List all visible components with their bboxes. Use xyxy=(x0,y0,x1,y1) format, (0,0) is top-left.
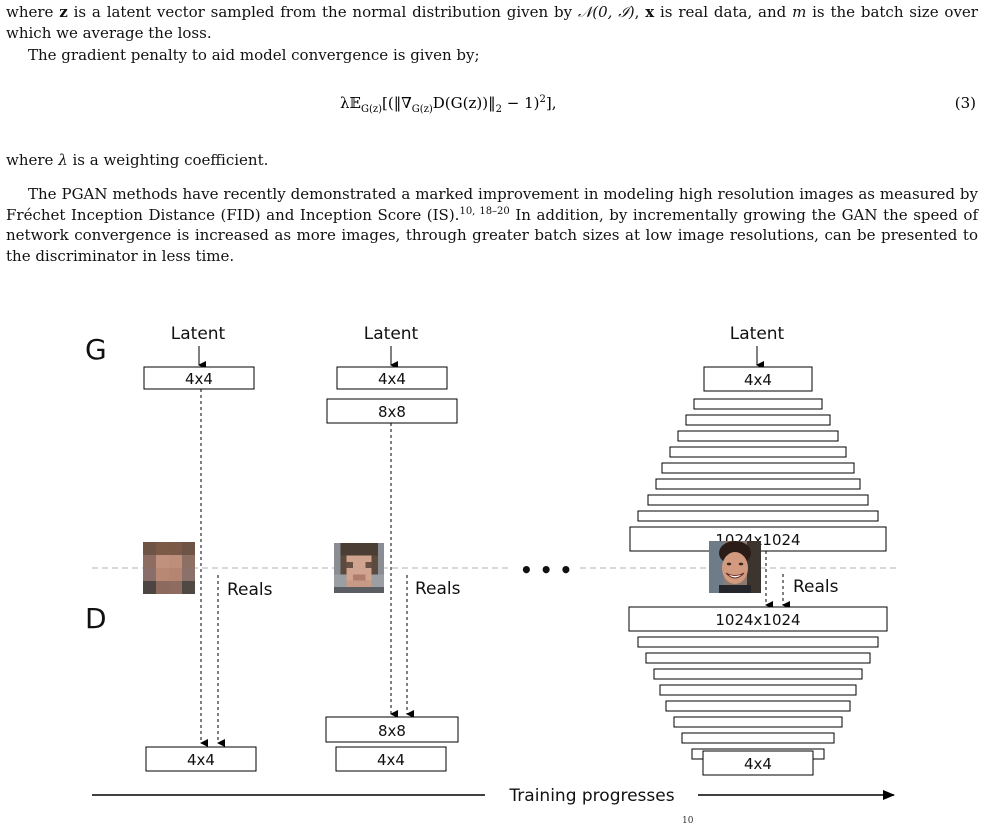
stage2-g-4x4-label: 4x4 xyxy=(378,370,406,388)
stage3-d-block-1024 xyxy=(628,606,888,632)
stage1-g-block-4x4 xyxy=(143,366,255,390)
stage2-latent-label: Latent xyxy=(364,324,419,344)
stage3-reals-label: Reals xyxy=(793,577,839,597)
stage3-d-layer xyxy=(645,652,871,664)
stage1-d-4x4-label: 4x4 xyxy=(187,751,215,769)
generator-label: G xyxy=(85,333,107,366)
equation-3: λ𝔼G(z)[(‖∇G(z)D(G(z))‖2 − 1)2], (3) xyxy=(0,94,984,118)
stage3-d-block-4x4 xyxy=(702,750,814,776)
discriminator-label: D xyxy=(85,602,107,635)
stage3-g-layer xyxy=(685,414,831,426)
stage2-g-block-8x8 xyxy=(326,398,458,424)
face-4x4-image xyxy=(143,542,195,594)
stage1-d-block-4x4 xyxy=(145,746,257,772)
axis-label: Training progresses xyxy=(508,786,674,806)
stage2-d-block-4x4 xyxy=(335,746,447,772)
stage-1: Latent 4x4 Reals 4x4 xyxy=(143,324,273,772)
stage3-d-4x4-label: 4x4 xyxy=(744,755,772,773)
stage3-d-layer xyxy=(637,636,879,648)
stage2-d-4x4-label: 4x4 xyxy=(377,751,405,769)
stage3-g-block-4x4 xyxy=(703,366,813,392)
stage2-d-block-8x8 xyxy=(325,716,459,743)
stage2-g-8x8-label: 8x8 xyxy=(378,403,406,421)
face-8x8-image xyxy=(334,543,384,593)
stage3-d-layer xyxy=(681,732,835,744)
pgan-figure: G D • • • Latent 4x4 Reals 4x4 Latent xyxy=(0,315,984,826)
equation-body: λ𝔼G(z)[(‖∇G(z)D(G(z))‖2 − 1)2], xyxy=(340,94,557,115)
ellipsis: • • • xyxy=(520,558,572,582)
normal-distribution: 𝒩(0, ℐ) xyxy=(577,3,635,21)
caption-citation: 10 xyxy=(682,816,694,826)
stage-3: Latent 4x4 1024x1024 Reals xyxy=(628,324,888,776)
stage2-reals-label: Reals xyxy=(415,579,461,599)
stage3-g-4x4-label: 4x4 xyxy=(744,371,772,389)
stage3-d-layer xyxy=(653,668,863,680)
paragraph-pgan: The PGAN methods have recently demonstra… xyxy=(6,185,979,265)
var-z: z xyxy=(59,3,68,21)
stage3-g-layer xyxy=(647,494,869,506)
paragraph-lambda: where λ is a weighting coefficient. xyxy=(6,151,269,169)
var-x: x xyxy=(645,3,655,21)
stage3-d-layer xyxy=(659,684,857,696)
stage3-g-layer xyxy=(655,478,861,490)
citation-refs: 10, 18–20 xyxy=(459,205,510,217)
stage-2: Latent 4x4 8x8 Reals 8x8 4x4 xyxy=(325,324,461,772)
stage3-g-layer xyxy=(677,430,839,442)
stage1-latent-label: Latent xyxy=(171,324,226,344)
stage3-d-layer xyxy=(673,716,843,728)
stage3-latent-label: Latent xyxy=(730,324,785,344)
stage2-d-8x8-label: 8x8 xyxy=(378,722,406,740)
stage3-g-layer xyxy=(661,462,855,474)
equation-number: (3) xyxy=(954,94,976,112)
paragraph-gradient-penalty: The gradient penalty to aid model conver… xyxy=(28,46,480,64)
paragraph-loss-definition: where z is a latent vector sampled from … xyxy=(6,3,978,42)
stage3-g-layer xyxy=(637,510,879,522)
stage3-d-1024-label: 1024x1024 xyxy=(715,611,800,629)
stage2-g-block-4x4 xyxy=(336,366,448,390)
face-1024-image xyxy=(709,541,761,593)
stage3-g-layer xyxy=(693,398,823,410)
var-m: m xyxy=(792,3,807,21)
stage3-d-layer xyxy=(665,700,851,712)
stage3-g-layer xyxy=(669,446,847,458)
pgan-diagram: G D • • • Latent 4x4 Reals 4x4 Latent xyxy=(85,324,896,806)
stage1-reals-label: Reals xyxy=(227,580,273,600)
stage1-g-4x4-label: 4x4 xyxy=(185,370,213,388)
